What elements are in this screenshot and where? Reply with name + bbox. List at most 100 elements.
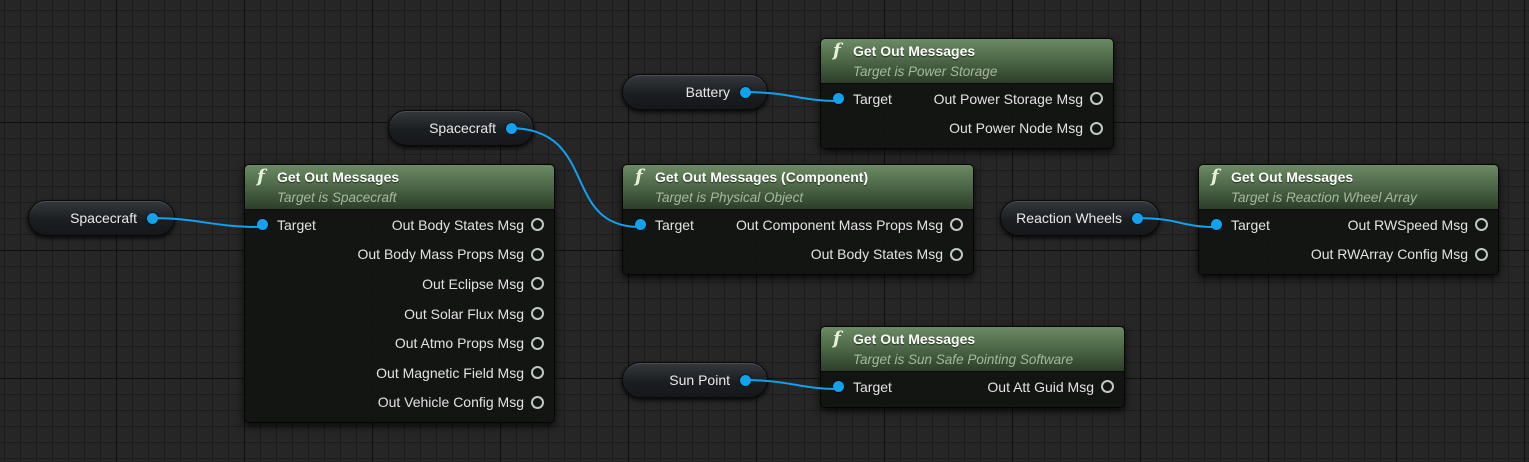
message-output-pin[interactable] [531, 395, 544, 409]
function-node-header: f Get Out Messages (Component) Target is… [623, 165, 973, 210]
pin-row: Out Power Node Msg [821, 114, 1113, 144]
pin-row: Out Body States Msg [623, 240, 973, 270]
function-node-reaction-wheel-array[interactable]: f Get Out Messages Target is Reaction Wh… [1198, 164, 1499, 275]
function-node-physical-object[interactable]: f Get Out Messages (Component) Target is… [622, 164, 974, 275]
output-pin-group[interactable]: Out RWSpeed Msg [1348, 217, 1488, 233]
function-title: Get Out Messages (Component) [655, 169, 869, 185]
pin-label: Out Att Guid Msg [987, 378, 1094, 395]
output-pin-group[interactable]: Out Atmo Props Msg [395, 335, 544, 351]
message-output-pin[interactable] [531, 366, 544, 380]
function-title: Get Out Messages [853, 331, 976, 347]
output-pin-group[interactable]: Out Component Mass Props Msg [736, 217, 963, 233]
pin-label: Out Atmo Props Msg [394, 335, 524, 352]
target-input-pin[interactable] [635, 219, 646, 231]
message-output-pin[interactable] [1090, 121, 1103, 135]
target-input-pin[interactable] [1211, 219, 1222, 231]
output-pin-group[interactable]: Out Eclipse Msg [422, 276, 544, 292]
pin-row: Target Out Att Guid Msg [821, 372, 1124, 402]
variable-getter-reaction-wheels[interactable]: Reaction Wheels [1000, 200, 1160, 236]
variable-getter-spacecraft[interactable]: Spacecraft [28, 200, 175, 236]
output-pin-group[interactable]: Out Vehicle Config Msg [378, 394, 544, 410]
output-pin-group[interactable]: Out RWArray Config Msg [1311, 246, 1488, 262]
pin-label: Target [853, 378, 892, 395]
function-node-body: Target Out Att Guid Msg [821, 372, 1124, 402]
function-subtitle: Target is Sun Safe Pointing Software [853, 352, 1074, 367]
variable-label: Spacecraft [70, 210, 137, 226]
function-node-header: f Get Out Messages Target is Power Stora… [821, 39, 1113, 84]
pin-label: Target [655, 216, 694, 233]
object-output-pin[interactable] [740, 86, 751, 98]
function-title: Get Out Messages [853, 43, 976, 59]
output-pin-group[interactable]: Out Att Guid Msg [987, 379, 1114, 395]
variable-getter-battery[interactable]: Battery [622, 74, 768, 110]
pin-label: Target [853, 90, 892, 107]
function-node-power-storage[interactable]: f Get Out Messages Target is Power Stora… [820, 38, 1114, 149]
target-input-pin-group[interactable]: Target [257, 217, 316, 233]
function-subtitle: Target is Physical Object [655, 190, 804, 205]
function-icon: f [1211, 166, 1219, 187]
message-output-pin[interactable] [531, 247, 544, 261]
message-output-pin[interactable] [1101, 380, 1114, 394]
function-node-body: Target Out Power Storage Msg Out Power N… [821, 84, 1113, 143]
target-input-pin-group[interactable]: Target [1211, 217, 1270, 233]
target-input-pin-group[interactable]: Target [833, 91, 892, 107]
function-subtitle: Target is Spacecraft [277, 190, 397, 205]
function-subtitle: Target is Reaction Wheel Array [1231, 190, 1417, 205]
pin-label: Out RWSpeed Msg [1347, 216, 1468, 233]
function-node-body: Target Out RWSpeed Msg Out RWArray Confi… [1199, 210, 1498, 269]
message-output-pin[interactable] [1475, 247, 1488, 261]
target-input-pin[interactable] [833, 93, 844, 105]
message-output-pin[interactable] [531, 218, 544, 232]
message-output-pin[interactable] [950, 247, 963, 261]
output-pin-group[interactable]: Out Body Mass Props Msg [357, 246, 544, 262]
output-pin-group[interactable]: Out Body States Msg [392, 217, 544, 233]
pin-label: Out Body States Msg [391, 216, 524, 233]
pin-label: Out Magnetic Field Msg [376, 364, 524, 381]
output-pin-group[interactable]: Out Body States Msg [811, 246, 963, 262]
variable-getter-spacecraft-2[interactable]: Spacecraft [388, 110, 534, 146]
pin-row: Target Out RWSpeed Msg [1199, 210, 1498, 240]
target-input-pin[interactable] [833, 381, 844, 393]
object-output-pin[interactable] [147, 212, 158, 224]
target-input-pin-group[interactable]: Target [635, 217, 694, 233]
message-output-pin[interactable] [531, 336, 544, 350]
message-output-pin[interactable] [531, 277, 544, 291]
object-output-pin[interactable] [506, 122, 517, 134]
message-output-pin[interactable] [531, 307, 544, 321]
message-output-pin[interactable] [1475, 218, 1488, 232]
pin-label: Out Power Node Msg [949, 120, 1083, 137]
output-pin-group[interactable]: Out Solar Flux Msg [404, 306, 544, 322]
message-output-pin[interactable] [950, 218, 963, 232]
function-subtitle: Target is Power Storage [853, 64, 998, 79]
pin-label: Target [1231, 216, 1270, 233]
pin-label: Out Eclipse Msg [422, 275, 524, 292]
function-node-spacecraft[interactable]: f Get Out Messages Target is Spacecraft … [244, 164, 555, 423]
pin-row: Target Out Component Mass Props Msg [623, 210, 973, 240]
function-node-header: f Get Out Messages Target is Sun Safe Po… [821, 327, 1124, 372]
pin-row: Out Eclipse Msg [245, 269, 554, 299]
function-node-header: f Get Out Messages Target is Reaction Wh… [1199, 165, 1498, 210]
variable-getter-sun-point[interactable]: Sun Point [622, 362, 768, 398]
pin-row: Out Solar Flux Msg [245, 299, 554, 329]
variable-label: Sun Point [669, 372, 730, 388]
function-icon: f [833, 328, 841, 349]
pin-label: Target [277, 216, 316, 233]
output-pin-group[interactable]: Out Power Node Msg [949, 120, 1103, 136]
pin-row: Out Magnetic Field Msg [245, 358, 554, 388]
output-pin-group[interactable]: Out Power Storage Msg [934, 91, 1103, 107]
pin-label: Out Power Storage Msg [933, 90, 1083, 107]
target-input-pin-group[interactable]: Target [833, 379, 892, 395]
function-icon: f [833, 40, 841, 61]
target-input-pin[interactable] [257, 219, 268, 231]
object-output-pin[interactable] [740, 374, 751, 386]
output-pin-group[interactable]: Out Magnetic Field Msg [376, 365, 544, 381]
function-node-header: f Get Out Messages Target is Spacecraft [245, 165, 554, 210]
function-node-sun-safe-pointing[interactable]: f Get Out Messages Target is Sun Safe Po… [820, 326, 1125, 408]
pin-row: Out Body Mass Props Msg [245, 240, 554, 270]
message-output-pin[interactable] [1090, 92, 1103, 106]
object-output-pin[interactable] [1132, 212, 1143, 224]
pin-row: Out Atmo Props Msg [245, 328, 554, 358]
pin-label: Out RWArray Config Msg [1310, 246, 1468, 263]
pin-label: Out Body Mass Props Msg [357, 246, 524, 263]
